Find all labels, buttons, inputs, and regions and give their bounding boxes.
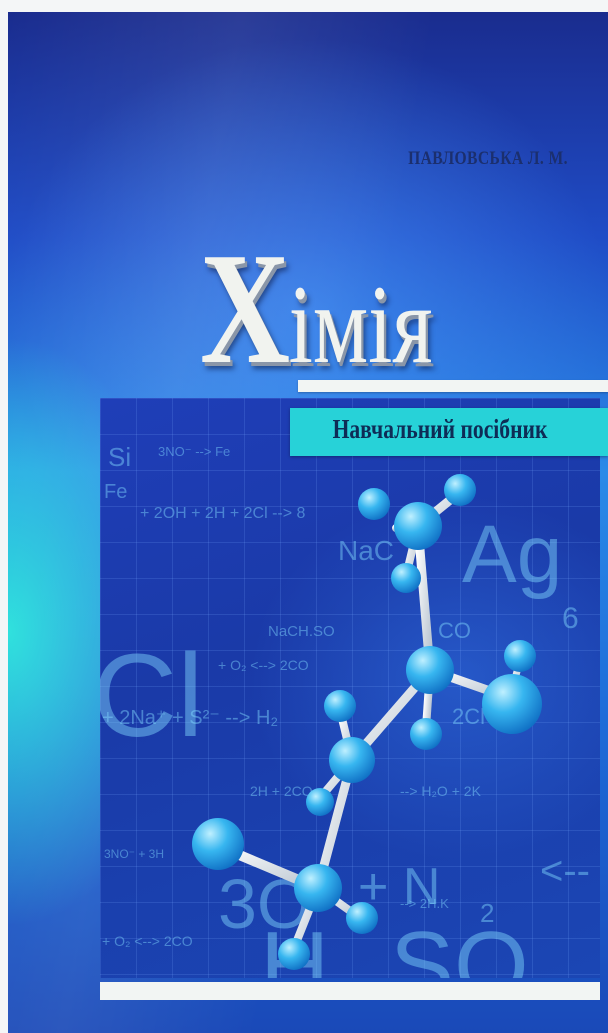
formula-text: 6 [562, 602, 579, 635]
formula-text: + O₂ <--> 2CO [218, 657, 309, 673]
formula-text: Cl [100, 630, 203, 762]
subtitle-band: Навчальний посібник [290, 408, 608, 456]
book-title: Хімія [200, 228, 433, 405]
title-rest: імія [288, 263, 433, 387]
formula-text: NaCH.SO [268, 623, 335, 640]
formula-text: 2 [480, 898, 494, 928]
formula-text: 3NO⁻ --> Fe [158, 444, 230, 459]
formula-text: + O₂ <--> 2CO [102, 933, 193, 949]
chemistry-panel [100, 398, 600, 978]
formula-text: 2H + 2CO [250, 783, 313, 799]
formula-text: Si [108, 442, 131, 472]
formula-text: Ag [462, 509, 562, 600]
formula-text: <-- [540, 849, 590, 893]
molecule-illustration: Si 3NO⁻ --> Fe Fe + 2OH + 2H + 2Cl --> 8… [100, 442, 590, 978]
author-name: ПАВЛОВСЬКА Л. М. [408, 148, 568, 169]
formula-text: 3NO⁻ + 3H [104, 847, 164, 861]
title-initial: Х [200, 219, 290, 397]
formula-text: + 2Na⁺ + S²⁻ --> H₂ [102, 707, 278, 729]
title-underline [298, 380, 608, 392]
formula-text: SO [390, 912, 529, 978]
book-subtitle: Навчальний посібник [332, 414, 548, 444]
formula-text: CO [438, 618, 471, 643]
formula-text: 2Cl [452, 704, 485, 729]
bottom-strip [100, 982, 600, 1000]
formula-text: --> 2H.K [400, 896, 449, 911]
formula-text: Fe [104, 481, 127, 503]
formula-text: --> H₂O + 2K [400, 783, 482, 799]
molecule-atoms [192, 474, 542, 970]
formula-text: + 2OH + 2H + 2Cl --> 8 [140, 505, 306, 522]
formula-text: NaC [338, 535, 394, 566]
